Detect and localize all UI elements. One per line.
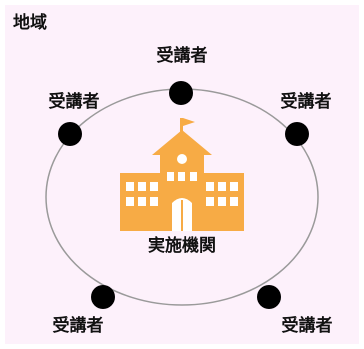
participant-node-bottom-left bbox=[91, 285, 115, 309]
school-building-details bbox=[126, 154, 238, 231]
region-label: 地域 bbox=[13, 13, 47, 33]
participant-node-bottom-right bbox=[257, 285, 281, 309]
participant-label-bottom-left: 受講者 bbox=[52, 316, 104, 336]
participant-node-top bbox=[169, 81, 193, 105]
participant-node-right bbox=[285, 122, 309, 146]
participant-label-top: 受講者 bbox=[156, 46, 208, 66]
participant-node-left bbox=[58, 122, 82, 146]
participant-label-right: 受講者 bbox=[280, 92, 332, 112]
institution-label: 実施機関 bbox=[148, 236, 216, 256]
participant-label-bottom-right: 受講者 bbox=[281, 316, 333, 336]
participant-label-left: 受講者 bbox=[48, 92, 100, 112]
